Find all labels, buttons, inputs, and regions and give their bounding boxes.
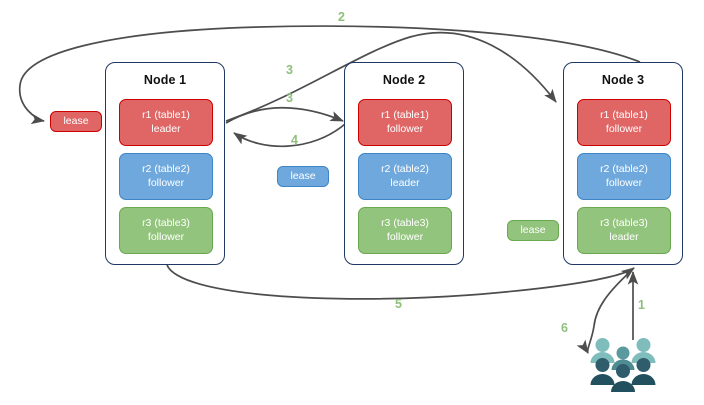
step-label-1: 1	[638, 298, 645, 312]
replica-r2[interactable]: r2 (table2) leader	[358, 153, 452, 200]
replica-name: r3 (table3)	[381, 217, 429, 229]
replica-role: leader	[390, 176, 420, 189]
replica-name: r1 (table1)	[600, 109, 648, 121]
replica-name: r1 (table1)	[142, 109, 190, 121]
node-card-3[interactable]: Node 3 r1 (table1) follower r2 (table2) …	[563, 62, 683, 265]
clients-group-icon	[590, 338, 656, 392]
replica-name: r2 (table2)	[142, 163, 190, 175]
step-label-6: 6	[561, 321, 568, 335]
replica-role: follower	[386, 230, 424, 243]
replica-name: r3 (table3)	[142, 217, 190, 229]
replica-r3[interactable]: r3 (table3) leader	[577, 207, 671, 254]
replica-r1[interactable]: r1 (table1) leader	[119, 99, 213, 146]
step-label-4: 4	[291, 133, 298, 147]
node-card-2[interactable]: Node 2 r1 (table1) follower r2 (table2) …	[344, 62, 464, 265]
node-title: Node 3	[601, 73, 645, 87]
step-label-3-lower: 3	[286, 91, 293, 105]
replica-name: r2 (table2)	[381, 163, 429, 175]
node-card-1[interactable]: Node 1 r1 (table1) leader r2 (table2) fo…	[105, 62, 225, 265]
step-label-2: 2	[338, 10, 345, 24]
replica-role: follower	[147, 230, 185, 243]
lease-badge-blue[interactable]: lease	[277, 166, 329, 187]
step-label-5: 5	[395, 297, 402, 311]
replica-role: follower	[147, 176, 185, 189]
arrow-step-5	[166, 264, 635, 300]
replica-r2[interactable]: r2 (table2) follower	[577, 153, 671, 200]
replica-r1[interactable]: r1 (table1) follower	[577, 99, 671, 146]
replica-r2[interactable]: r2 (table2) follower	[119, 153, 213, 200]
replica-role: leader	[151, 122, 181, 135]
replica-r3[interactable]: r3 (table3) follower	[119, 207, 213, 254]
lease-badge-green[interactable]: lease	[507, 220, 559, 241]
replica-r1[interactable]: r1 (table1) follower	[358, 99, 452, 146]
lease-badge-red[interactable]: lease	[50, 111, 102, 132]
replica-role: leader	[609, 230, 639, 243]
replica-name: r2 (table2)	[600, 163, 648, 175]
step-label-3-upper: 3	[286, 63, 293, 77]
replica-role: follower	[605, 122, 643, 135]
replica-r3[interactable]: r3 (table3) follower	[358, 207, 452, 254]
node-title: Node 1	[143, 73, 187, 87]
replica-role: follower	[605, 176, 643, 189]
arrow-step-3-lower	[225, 106, 344, 124]
replica-name: r1 (table1)	[381, 109, 429, 121]
replica-name: r3 (table3)	[600, 217, 648, 229]
node-title: Node 2	[382, 73, 426, 87]
arrow-step-4	[233, 123, 346, 148]
replica-role: follower	[386, 122, 424, 135]
